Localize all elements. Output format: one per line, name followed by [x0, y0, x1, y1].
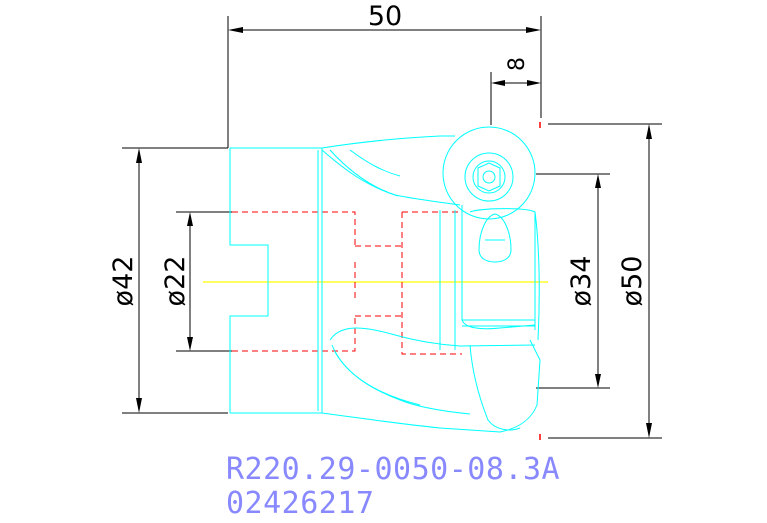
dim-dia-42: ø42 [108, 256, 139, 307]
cutter-body-outline [229, 126, 541, 433]
dim-dia-22: ø22 [160, 256, 191, 307]
dim-dia-50: ø50 [617, 256, 648, 307]
part-number: R220.29-0050-08.3A [226, 452, 561, 487]
dimension-lines [122, 16, 662, 439]
dimension-arrows [136, 27, 652, 438]
dim-overall-length: 50 [368, 1, 402, 32]
order-code: 02426217 [226, 486, 375, 521]
hidden-bore-lines [232, 211, 462, 355]
dim-dia-34: ø34 [566, 256, 597, 307]
dim-insert-offset: 8 [505, 57, 530, 71]
